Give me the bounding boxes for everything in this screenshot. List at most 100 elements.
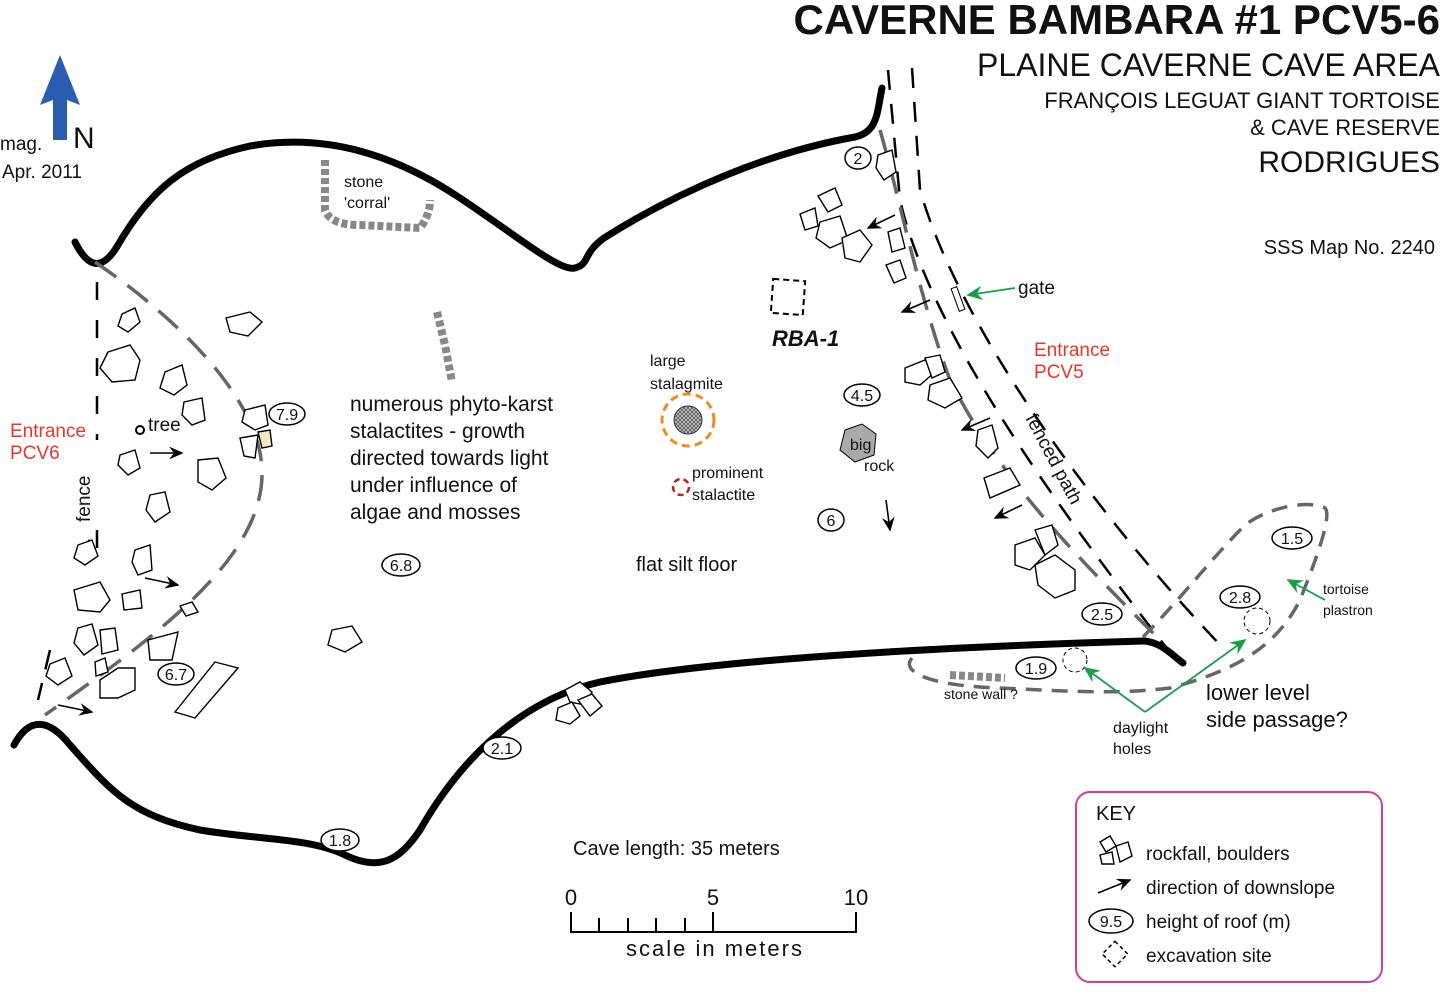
downslope-arrows bbox=[57, 214, 1023, 716]
roof-height-value: 1.5 bbox=[1281, 531, 1303, 548]
daylight-holes-label: daylight bbox=[1113, 720, 1169, 737]
roof-height-value: 7.9 bbox=[276, 407, 298, 424]
map-title: CAVERNE BAMBARA #1 PCV5-6 bbox=[794, 0, 1440, 43]
entrance-pcv5-code: PCV5 bbox=[1034, 362, 1084, 383]
scale-tick-5: 5 bbox=[707, 885, 719, 910]
stalactite-label-2: stalactite bbox=[692, 487, 755, 504]
roof-height-marker: 4.5 bbox=[843, 383, 881, 407]
downslope-arrow-icon bbox=[1097, 878, 1132, 894]
roof-height-marker: 6 bbox=[817, 508, 845, 532]
daylight-hole-icons bbox=[1062, 607, 1271, 673]
roof-heights: 2 7.9 4.5 6 6.8 6.7 2.1 1.8 2.5 1.9 2.8 … bbox=[157, 146, 1313, 852]
roof-height-value: 6.7 bbox=[165, 667, 187, 684]
roof-height-marker: 7.9 bbox=[268, 402, 306, 426]
roof-height-value: 2 bbox=[854, 151, 863, 168]
north-arrow-icon bbox=[40, 55, 80, 140]
phyto-karst-note-5: algae and mosses bbox=[350, 501, 520, 524]
boulders bbox=[45, 149, 1076, 725]
scale-tick-10: 10 bbox=[844, 885, 868, 910]
cave-wall-north bbox=[71, 84, 886, 272]
stone-corral-label-2: 'corral' bbox=[344, 195, 390, 212]
roof-height-marker: 1.9 bbox=[1015, 656, 1057, 680]
area-title: PLAINE CAVERNE CAVE AREA bbox=[977, 47, 1441, 83]
reserve-line-1: FRANÇOIS LEGUAT GIANT TORTOISE bbox=[1044, 88, 1440, 113]
roof-height-marker: 2 bbox=[844, 146, 872, 170]
scale-bar-line bbox=[570, 912, 857, 933]
mag-label: mag. bbox=[0, 134, 42, 155]
key-item-downslope: direction of downslope bbox=[1146, 878, 1335, 899]
dripline-west bbox=[43, 260, 264, 717]
roof-height-value: 2.8 bbox=[1229, 590, 1251, 607]
stone-corral-label: stone bbox=[344, 174, 383, 191]
scale-label: scale in meters bbox=[626, 936, 804, 961]
island-name: RODRIGUES bbox=[1258, 146, 1440, 179]
roof-height-marker: 2.5 bbox=[1081, 602, 1123, 626]
big-rock-label: big bbox=[850, 437, 871, 454]
roof-height-marker: 6.7 bbox=[157, 662, 195, 686]
big-rock-icon bbox=[839, 423, 877, 463]
stalagmite-label: large bbox=[650, 353, 686, 370]
entrance-pcv6-label: Entrance bbox=[10, 421, 86, 442]
stone-wall-label: stone wall ? bbox=[944, 686, 1018, 702]
roof-height-marker: 1.5 bbox=[1271, 526, 1313, 550]
north-letter: N bbox=[73, 122, 95, 155]
cave-length-label: Cave length: 35 meters bbox=[573, 838, 780, 860]
stalagmite-icon bbox=[673, 405, 703, 435]
side-passage-outline bbox=[907, 502, 1329, 694]
key-item-rockfall: rockfall, boulders bbox=[1146, 844, 1290, 865]
key-item-roof-height: height of roof (m) bbox=[1146, 912, 1291, 933]
scale-bar: Cave length: 35 meters 0 5 10 scale in m… bbox=[565, 838, 868, 961]
stalactite-icon bbox=[671, 477, 691, 497]
side-passage-label-2: side passage? bbox=[1206, 707, 1348, 732]
excavation-site-icon bbox=[769, 277, 807, 317]
roof-height-marker: 2.8 bbox=[1219, 585, 1261, 609]
reserve-line-2: & CAVE RESERVE bbox=[1250, 115, 1440, 140]
stone-corral bbox=[321, 160, 1006, 682]
key-title: KEY bbox=[1096, 803, 1136, 825]
gate-icon bbox=[950, 286, 966, 312]
cave-wall-south bbox=[10, 637, 1187, 867]
phyto-karst-note: numerous phyto-karst bbox=[350, 393, 553, 416]
side-passage-label: lower level bbox=[1206, 680, 1310, 705]
fence-label: fence bbox=[74, 476, 95, 522]
map-number: SSS Map No. 2240 bbox=[1264, 237, 1435, 259]
rockfall-icon bbox=[1099, 835, 1133, 865]
flat-silt-floor-label: flat silt floor bbox=[636, 554, 737, 576]
daylight-holes-label-2: holes bbox=[1113, 741, 1151, 758]
rba-1-label: RBA-1 bbox=[772, 326, 839, 351]
fenced-path-east bbox=[910, 67, 1226, 651]
tree-icon bbox=[135, 425, 145, 435]
fenced-path-west bbox=[886, 69, 1181, 666]
big-rock-label-2: rock bbox=[864, 458, 895, 475]
stalagmite-ring-icon bbox=[660, 392, 716, 448]
roof-height-marker: 2.1 bbox=[482, 736, 522, 760]
phyto-karst-note-4: under influence of bbox=[350, 474, 517, 497]
roof-height-value: 6 bbox=[827, 513, 836, 530]
roof-height-value: 6.8 bbox=[390, 558, 412, 575]
roof-height-value: 2.1 bbox=[491, 741, 513, 758]
green-pointer-arrows bbox=[966, 285, 1326, 713]
fenced-path-label: fenced path bbox=[1021, 410, 1086, 508]
title-block: CAVERNE BAMBARA #1 PCV5-6 PLAINE CAVERNE… bbox=[794, 0, 1441, 259]
tortoise-plastron-label: tortoise bbox=[1323, 581, 1369, 597]
key-sample-height: 9.5 bbox=[1100, 914, 1122, 931]
tree-label: tree bbox=[148, 415, 181, 436]
roof-height-value: 2.5 bbox=[1091, 607, 1113, 624]
entrance-pcv5-label: Entrance bbox=[1034, 340, 1110, 361]
entrance-pcv6-code: PCV6 bbox=[10, 443, 60, 464]
north-arrow: mag. N Apr. 2011 bbox=[0, 55, 95, 183]
stalagmite-label-2: stalagmite bbox=[650, 376, 723, 393]
survey-date: Apr. 2011 bbox=[2, 162, 82, 183]
roof-height-value: 1.8 bbox=[329, 833, 351, 850]
roof-height-value: 4.5 bbox=[851, 388, 873, 405]
map-key: KEY rockfall, boulders direction of down… bbox=[1075, 791, 1383, 983]
gate-label: gate bbox=[1018, 278, 1055, 299]
stalactite-label: prominent bbox=[692, 465, 764, 482]
roof-height-value: 1.9 bbox=[1025, 661, 1047, 678]
roof-height-marker: 1.8 bbox=[320, 828, 360, 852]
phyto-karst-note-3: directed towards light bbox=[350, 447, 549, 470]
roof-height-marker: 6.8 bbox=[381, 553, 421, 577]
scale-tick-0: 0 bbox=[565, 885, 577, 910]
phyto-karst-note-2: stalactites - growth bbox=[350, 420, 525, 443]
